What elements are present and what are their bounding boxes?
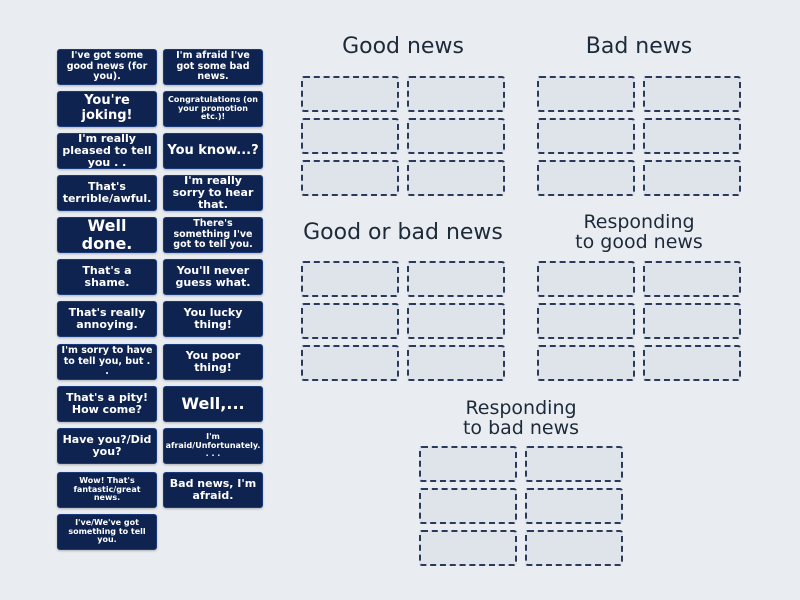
drop-slot[interactable] bbox=[525, 488, 623, 524]
group-title-good-or-bad-news: Good or bad news bbox=[303, 220, 503, 245]
drop-slot[interactable] bbox=[537, 303, 635, 339]
drop-slot[interactable] bbox=[537, 345, 635, 381]
drop-slot[interactable] bbox=[301, 118, 399, 154]
drop-slot[interactable] bbox=[301, 345, 399, 381]
drop-slot[interactable] bbox=[643, 345, 741, 381]
draggable-card[interactable]: You lucky thing! bbox=[163, 301, 263, 337]
drop-slot[interactable] bbox=[643, 118, 741, 154]
group-title-responding-good-news: Responding to good news bbox=[575, 211, 703, 253]
draggable-card[interactable]: I'm really sorry to hear that. bbox=[163, 174, 263, 211]
drop-slot[interactable] bbox=[301, 261, 399, 297]
draggable-card[interactable]: That's really annoying. bbox=[57, 301, 157, 337]
draggable-card[interactable]: That's a shame. bbox=[57, 259, 157, 295]
draggable-card[interactable]: You'll never guess what. bbox=[163, 259, 263, 295]
draggable-card[interactable]: I've/We've got something to tell you. bbox=[57, 514, 157, 550]
draggable-card[interactable]: You're joking! bbox=[57, 91, 157, 127]
drop-slot[interactable] bbox=[537, 160, 635, 196]
draggable-card[interactable]: I'm sorry to have to tell you, but . . bbox=[57, 344, 157, 380]
group-title-good-news: Good news bbox=[342, 34, 464, 59]
draggable-card[interactable]: That's a pity! How come? bbox=[57, 386, 157, 422]
drop-slot[interactable] bbox=[407, 345, 505, 381]
draggable-card[interactable]: I'm really pleased to tell you . . bbox=[57, 132, 157, 169]
drop-slot[interactable] bbox=[407, 303, 505, 339]
drop-slot[interactable] bbox=[301, 76, 399, 112]
draggable-card[interactable]: There's something I've got to tell you. bbox=[163, 217, 263, 253]
draggable-card[interactable]: Wow! That's fantastic/great news. bbox=[57, 472, 157, 508]
draggable-card[interactable]: You poor thing! bbox=[163, 344, 263, 380]
draggable-card[interactable]: I'm afraid/Unfortunately. . . . bbox=[163, 428, 263, 464]
draggable-card[interactable]: Congratulations (on your promotion etc.)… bbox=[163, 91, 263, 127]
drop-slot[interactable] bbox=[537, 76, 635, 112]
draggable-card[interactable]: I'm afraid I've got some bad news. bbox=[163, 49, 263, 85]
draggable-card[interactable]: Bad news, I'm afraid. bbox=[163, 472, 263, 508]
draggable-card[interactable]: Well,... bbox=[163, 386, 263, 422]
drop-slot[interactable] bbox=[643, 160, 741, 196]
group-title-bad-news: Bad news bbox=[585, 34, 693, 59]
drop-slot[interactable] bbox=[525, 446, 623, 482]
drop-slot[interactable] bbox=[643, 261, 741, 297]
drop-slot[interactable] bbox=[419, 446, 517, 482]
drop-slot[interactable] bbox=[525, 530, 623, 566]
drop-slot[interactable] bbox=[407, 160, 505, 196]
drop-slot[interactable] bbox=[407, 76, 505, 112]
draggable-card[interactable]: You know...? bbox=[163, 133, 263, 169]
drop-slot[interactable] bbox=[537, 261, 635, 297]
drop-slot[interactable] bbox=[419, 530, 517, 566]
draggable-card[interactable]: That's terrible/awful. bbox=[57, 175, 157, 211]
drop-slot[interactable] bbox=[301, 303, 399, 339]
drop-slot[interactable] bbox=[419, 488, 517, 524]
drop-slot[interactable] bbox=[643, 76, 741, 112]
drop-slot[interactable] bbox=[537, 118, 635, 154]
draggable-card[interactable]: Have you?/Did you? bbox=[57, 428, 157, 464]
group-title-responding-bad-news: Responding to bad news bbox=[462, 397, 580, 439]
draggable-card[interactable]: I've got some good news (for you). bbox=[57, 49, 157, 85]
drop-slot[interactable] bbox=[407, 261, 505, 297]
drop-slot[interactable] bbox=[643, 303, 741, 339]
drop-slot[interactable] bbox=[301, 160, 399, 196]
drop-slot[interactable] bbox=[407, 118, 505, 154]
draggable-card[interactable]: Well done. bbox=[57, 217, 157, 253]
